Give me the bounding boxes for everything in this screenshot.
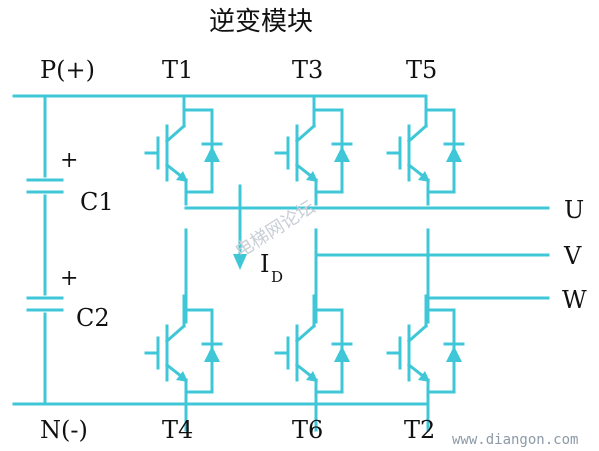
c2-label: C2 xyxy=(76,304,110,332)
t3-label: T3 xyxy=(292,56,323,84)
id-label-sub: D xyxy=(271,268,283,286)
id-label-main: I xyxy=(260,250,269,278)
t4-label: T4 xyxy=(162,416,193,444)
igbt-t2 xyxy=(386,294,465,406)
t5-label: T5 xyxy=(406,56,437,84)
igbt-t3 xyxy=(274,94,353,206)
igbt-t1 xyxy=(144,94,223,206)
t6-label: T6 xyxy=(292,416,323,444)
t1-label: T1 xyxy=(162,56,193,84)
igbt-t6 xyxy=(274,294,353,406)
igbt-t5 xyxy=(386,94,465,206)
t2-label: T2 xyxy=(404,416,435,444)
c2-plus-label: + xyxy=(60,266,78,291)
v-label: V xyxy=(563,242,582,270)
id-arrow-head xyxy=(233,254,247,270)
p-plus-label: P(+) xyxy=(40,56,95,84)
watermark-url: www.diangon.com xyxy=(452,432,578,448)
n-minus-label: N(-) xyxy=(40,416,88,444)
igbt-t4 xyxy=(144,294,223,406)
c1-plus-label: + xyxy=(60,148,78,173)
diagram-title: 逆变模块 xyxy=(209,7,313,37)
c1-label: C1 xyxy=(80,188,114,216)
u-label: U xyxy=(564,196,584,224)
w-label: W xyxy=(562,286,587,314)
